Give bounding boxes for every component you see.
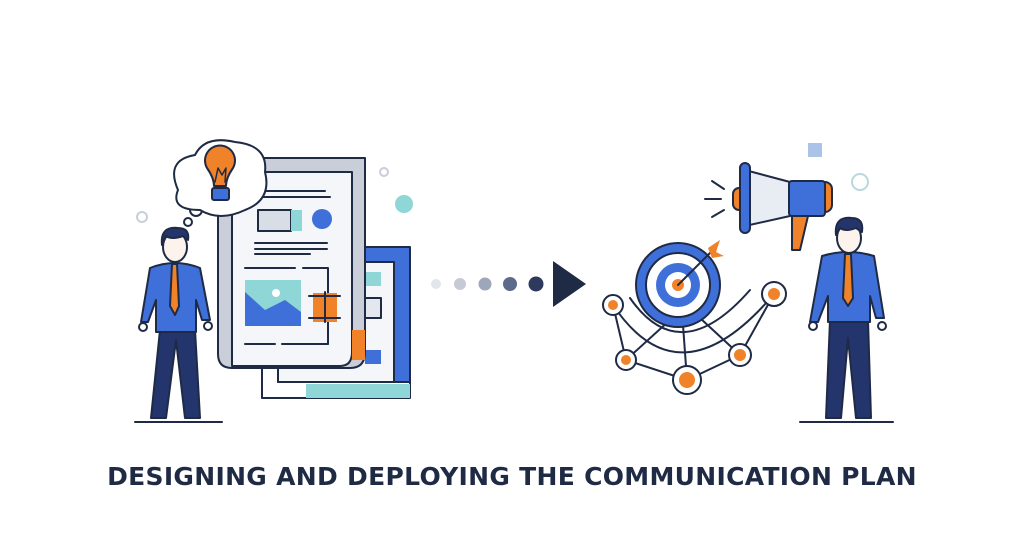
arrow-right-icon <box>431 261 586 307</box>
decor-circle <box>379 167 389 177</box>
decor-circle <box>395 195 413 213</box>
person-left-icon <box>134 226 223 423</box>
lightbulb-icon <box>173 139 268 227</box>
target-icon <box>635 240 724 328</box>
network-icon <box>602 281 787 395</box>
decor-circle <box>851 173 869 191</box>
decor-circle <box>136 211 148 223</box>
caption-title: DESIGNING AND DEPLOYING THE COMMUNICATIO… <box>107 462 917 491</box>
document-icon <box>217 157 366 369</box>
person-right-icon <box>799 216 894 423</box>
megaphone-icon <box>704 162 833 251</box>
decor-square <box>808 143 822 157</box>
